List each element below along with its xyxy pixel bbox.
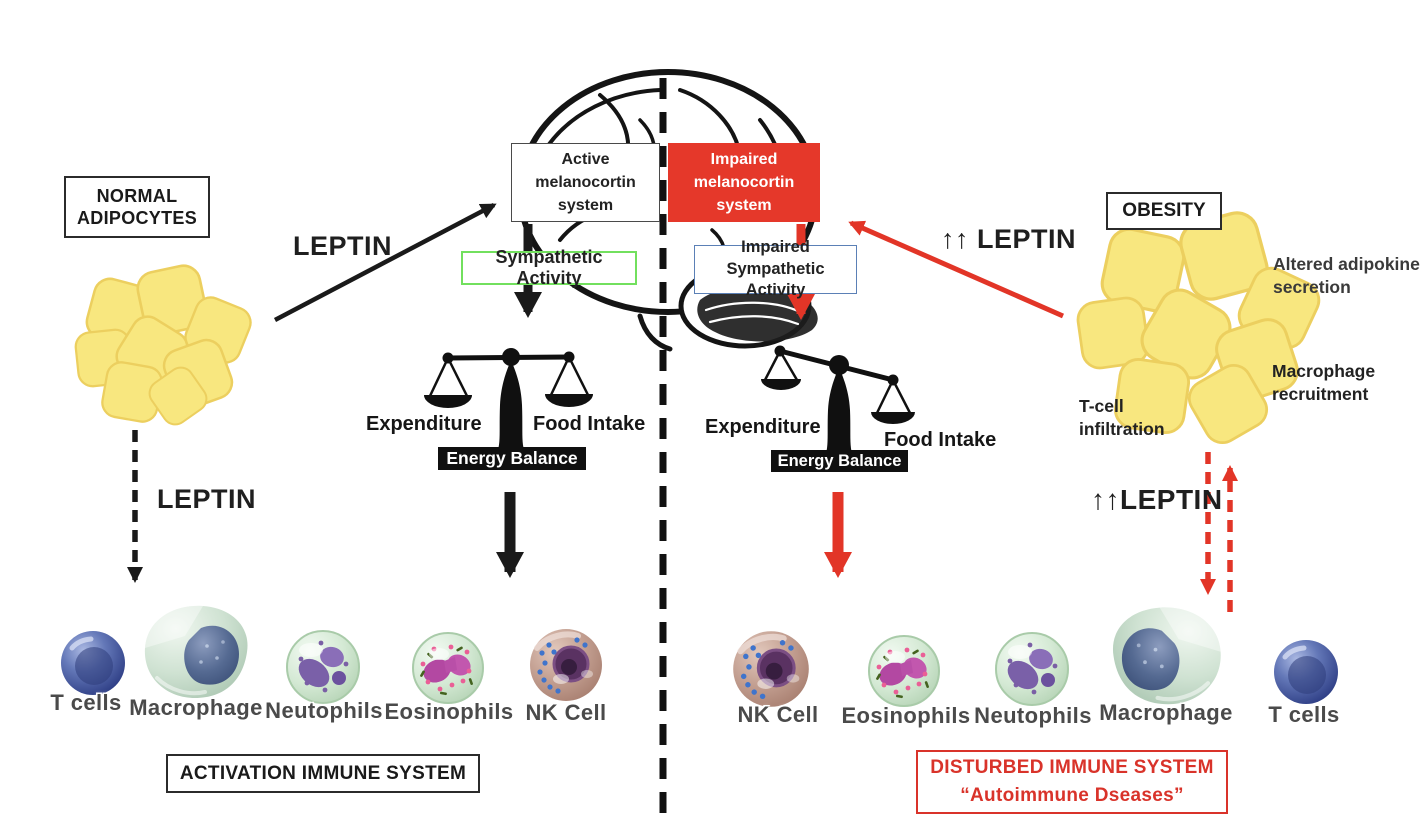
sympathetic-activity-box: Sympathetic Activity: [461, 247, 637, 288]
energy-balance-box-right: Energy Balance: [771, 450, 908, 472]
nk-cell-label: NK Cell: [737, 702, 819, 727]
neutrophil-icon: [995, 632, 1069, 706]
altered-adipokine-label: Altered adipokine secretion: [1273, 254, 1420, 297]
eosinophil-icon: [868, 635, 940, 707]
balance-scale-left-icon: [424, 348, 593, 452]
active-melanocortin-label: Active melanocortin system: [535, 150, 636, 215]
immune-cells-left-row: [61, 603, 602, 704]
disturbed-immune-system-label: DISTURBED IMMUNE SYSTEM: [930, 756, 1214, 778]
macrophage-icon: [142, 603, 250, 700]
adipocyte-cluster-normal: [73, 261, 257, 431]
neutrophil-icon: [286, 630, 360, 704]
energy-balance-box-left: Energy Balance: [438, 447, 586, 470]
leptin-arrow-normal: [273, 203, 497, 322]
active-melanocortin-box: Active melanocortin system: [511, 143, 660, 222]
balance-scale-right-icon: [761, 345, 915, 456]
leptin-arrow-obesity: [848, 220, 1065, 319]
macrophage-label: Macrophage: [129, 695, 263, 720]
energy-balance-label: Energy Balance: [777, 451, 902, 470]
eosinophils-label: Eosinophils: [384, 699, 514, 724]
impaired-melanocortin-box: Impaired melanocortin system: [668, 143, 820, 222]
activation-immune-system-label: ACTIVATION IMMUNE SYSTEM: [179, 762, 467, 784]
disturbed-immune-system-box: DISTURBED IMMUNE SYSTEM “Autoimmune Dsea…: [916, 750, 1228, 814]
t-cell-icon: [61, 631, 125, 695]
sympathetic-activity-label: Sympathetic Activity: [495, 247, 603, 288]
impaired-sympathetic-activity-label: Impaired Sympathetic Activity: [726, 238, 825, 300]
normal-adipocytes-box: NORMAL ADIPOCYTES: [64, 176, 210, 238]
t-cell-infiltration-label: T-cell infiltration: [1079, 396, 1165, 439]
macrophage-icon: [1113, 607, 1221, 704]
t-cells-label: T cells: [1268, 702, 1340, 727]
autoimmune-diseases-label: “Autoimmune Dseases”: [960, 785, 1184, 806]
obesity-box: OBESITY: [1106, 192, 1222, 230]
normal-adipocytes-label: NORMAL ADIPOCYTES: [76, 185, 198, 229]
neutrophils-label: Neutophils: [974, 703, 1092, 728]
expenditure-label-left: Expenditure: [366, 413, 482, 435]
leptin-label-lower-right: ↑↑LEPTIN: [1091, 484, 1223, 515]
impaired-sympathetic-activity-box: Impaired Sympathetic Activity: [694, 238, 857, 299]
nk-cell-label: NK Cell: [525, 700, 607, 725]
neutrophils-label: Neutophils: [265, 698, 383, 723]
food-intake-label-right: Food Intake: [884, 429, 997, 451]
macrophage-recruitment-label: Macrophage recruitment: [1272, 361, 1376, 404]
nk-cell-icon: [733, 631, 809, 707]
impaired-melanocortin-label: Impaired melanocortin system: [693, 150, 795, 215]
activation-immune-system-box: ACTIVATION IMMUNE SYSTEM: [166, 754, 480, 793]
eosinophils-label: Eosinophils: [841, 703, 971, 728]
t-cell-icon: [1274, 640, 1338, 704]
macrophage-label: Macrophage: [1099, 700, 1233, 725]
nk-cell-icon: [530, 629, 602, 701]
expenditure-label-right: Expenditure: [705, 416, 821, 438]
energy-balance-label: Energy Balance: [446, 448, 578, 468]
eosinophil-icon: [412, 632, 484, 704]
food-intake-label-left: Food Intake: [533, 413, 646, 435]
leptin-label-lower-left: LEPTIN: [157, 484, 257, 514]
leptin-label-upper-right: ↑↑ LEPTIN: [941, 224, 1077, 254]
t-cells-label: T cells: [50, 690, 122, 715]
obesity-label: OBESITY: [1122, 200, 1206, 221]
immune-cells-right-row: [733, 607, 1338, 706]
leptin-label-upper-left: LEPTIN: [293, 231, 393, 261]
